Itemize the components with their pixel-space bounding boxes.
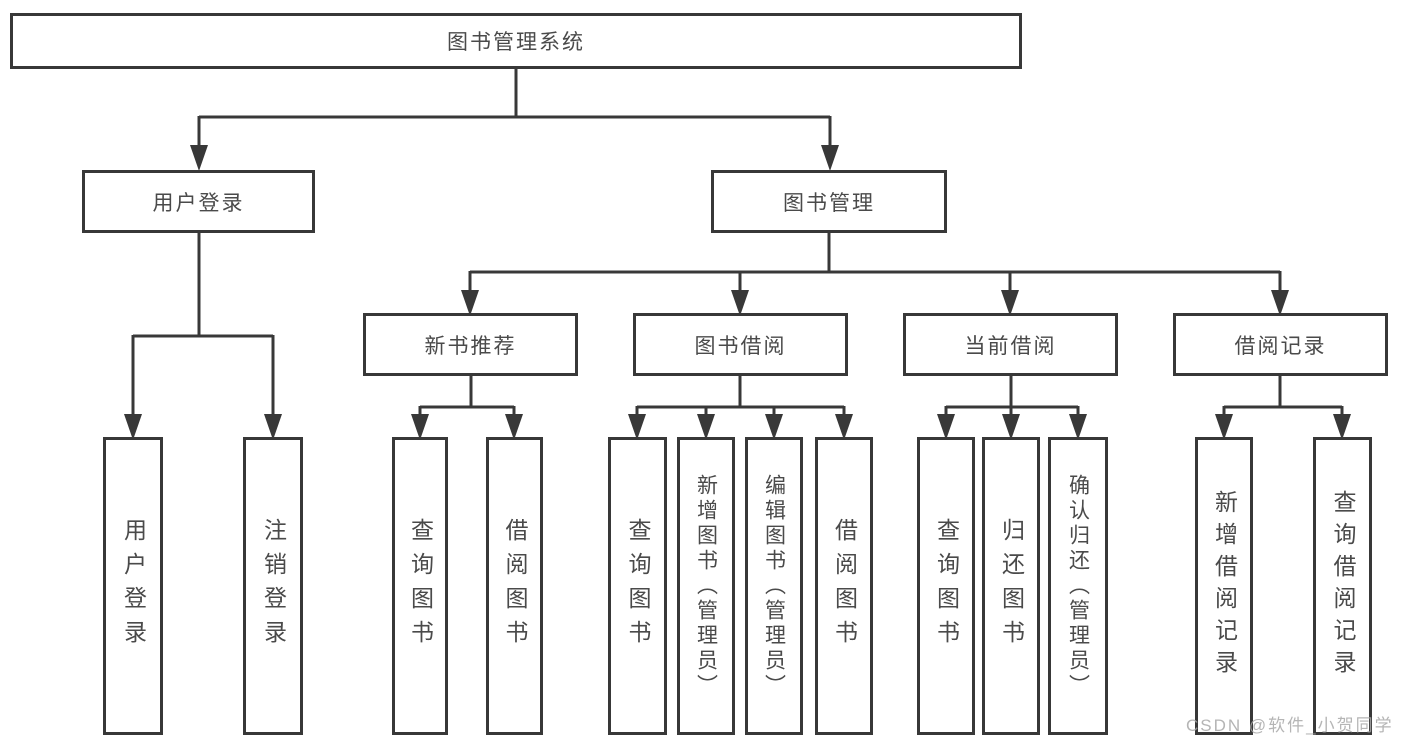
leaf-query-borrow-record-label: 查询借阅记录 xyxy=(1330,490,1356,682)
csdn-watermark: CSDN @软件_小贺同学 xyxy=(1186,716,1394,735)
leaf-borrow-books-2-label: 借阅图书 xyxy=(831,518,858,654)
leaf-add-book-admin: 新增图书（管理员） xyxy=(677,437,735,735)
node-new-book-recommend: 新书推荐 xyxy=(363,313,578,376)
leaf-add-borrow-record: 新增借阅记录 xyxy=(1195,437,1253,735)
leaf-query-borrow-record: 查询借阅记录 xyxy=(1313,437,1372,735)
leaf-query-books-1-label: 查询图书 xyxy=(407,518,434,654)
leaf-return-books: 归还图书 xyxy=(982,437,1040,735)
leaf-query-books-3-label: 查询图书 xyxy=(933,518,960,654)
leaf-edit-book-admin-label: 编辑图书（管理员） xyxy=(762,473,786,699)
node-user-login-branch: 用户登录 xyxy=(82,170,315,233)
leaf-add-borrow-record-label: 新增借阅记录 xyxy=(1211,490,1238,682)
node-current-borrowing: 当前借阅 xyxy=(903,313,1118,376)
leaf-borrow-books-1: 借阅图书 xyxy=(486,437,543,735)
leaf-return-books-label: 归还图书 xyxy=(998,518,1025,654)
leaf-user-login-label: 用户登录 xyxy=(120,518,147,654)
leaf-query-books-1: 查询图书 xyxy=(392,437,448,735)
leaf-query-books-3: 查询图书 xyxy=(917,437,975,735)
leaf-borrow-books-2: 借阅图书 xyxy=(815,437,873,735)
node-book-management-branch: 图书管理 xyxy=(711,170,947,233)
node-root-system: 图书管理系统 xyxy=(10,13,1022,69)
leaf-confirm-return-admin-label: 确认归还（管理员） xyxy=(1066,473,1090,699)
node-book-borrowing: 图书借阅 xyxy=(633,313,848,376)
leaf-confirm-return-admin: 确认归还（管理员） xyxy=(1048,437,1108,735)
leaf-logout-label: 注销登录 xyxy=(260,518,287,654)
leaf-user-login: 用户登录 xyxy=(103,437,163,735)
leaf-edit-book-admin: 编辑图书（管理员） xyxy=(745,437,803,735)
leaf-query-books-2: 查询图书 xyxy=(608,437,667,735)
node-borrowing-records: 借阅记录 xyxy=(1173,313,1388,376)
leaf-query-books-2-label: 查询图书 xyxy=(625,518,651,654)
leaf-add-book-admin-label: 新增图书（管理员） xyxy=(694,473,718,699)
leaf-borrow-books-1-label: 借阅图书 xyxy=(502,518,528,654)
leaf-logout: 注销登录 xyxy=(243,437,303,735)
